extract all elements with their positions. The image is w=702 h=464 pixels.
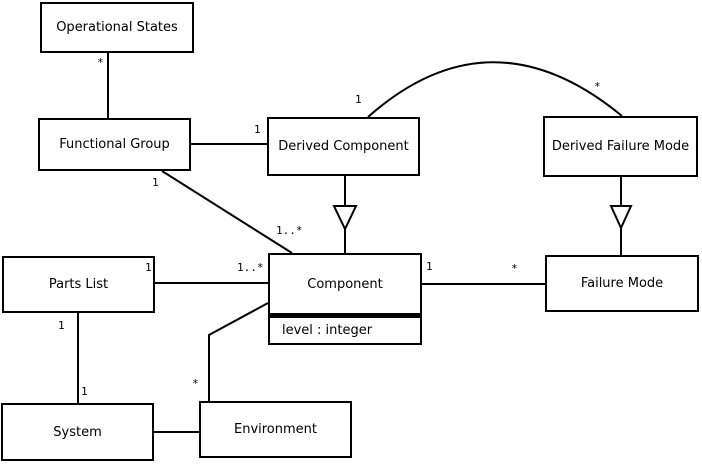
multiplicity-component-end-to-failure-mode: 1 bbox=[426, 260, 433, 273]
node-system: System bbox=[1, 403, 154, 461]
multiplicity-functional-group-end: 1 bbox=[152, 176, 159, 189]
node-derived-failure-mode: Derived Failure Mode bbox=[543, 116, 698, 177]
node-label: System bbox=[53, 424, 102, 440]
edge-functional-group-component bbox=[161, 170, 293, 254]
node-label: Derived Failure Mode bbox=[551, 139, 690, 154]
node-functional-group: Functional Group bbox=[38, 118, 191, 171]
generalization-triangle-icon bbox=[332, 205, 358, 232]
node-environment: Environment bbox=[199, 401, 352, 458]
multiplicity-component-end-from-functional-group: 1..* bbox=[276, 224, 303, 237]
node-component-attribute-compartment: level : integer bbox=[270, 318, 420, 343]
multiplicity-environment-end: * bbox=[192, 377, 199, 390]
multiplicity-failure-mode-end: * bbox=[511, 262, 518, 275]
node-label: Component bbox=[307, 276, 383, 292]
multiplicity-component-end-from-parts-list: 1..* bbox=[237, 261, 264, 274]
node-parts-list: Parts List bbox=[2, 256, 155, 313]
node-label: Environment bbox=[233, 422, 317, 437]
node-failure-mode: Failure Mode bbox=[545, 255, 699, 312]
node-derived-component: Derived Component bbox=[267, 117, 420, 176]
edge-arc-derived-component-derived-failure-mode bbox=[367, 61, 623, 118]
multiplicity-derived-component-end: 1 bbox=[254, 123, 261, 136]
multiplicity-operational-states-end: * bbox=[97, 56, 104, 69]
node-attribute: level : integer bbox=[282, 323, 373, 338]
node-label: Failure Mode bbox=[580, 276, 664, 291]
node-label: Operational States bbox=[56, 20, 178, 35]
node-label: Derived Component bbox=[278, 139, 409, 154]
node-label: Functional Group bbox=[59, 137, 170, 152]
node-label: Parts List bbox=[48, 277, 109, 292]
node-component-name-compartment: Component bbox=[270, 255, 420, 318]
multiplicity-arc-derived-component-end: 1 bbox=[355, 93, 362, 106]
multiplicity-arc-derived-failure-mode-end: * bbox=[594, 80, 601, 93]
edge-environment-component bbox=[208, 302, 269, 401]
generalization-triangle-icon bbox=[609, 205, 633, 231]
multiplicity-system-end: 1 bbox=[81, 385, 88, 398]
multiplicity-parts-list-end-to-component: 1 bbox=[145, 261, 152, 274]
node-operational-states: Operational States bbox=[40, 2, 194, 53]
multiplicity-parts-list-end-to-system: 1 bbox=[58, 319, 65, 332]
node-component: Component level : integer bbox=[268, 253, 422, 345]
